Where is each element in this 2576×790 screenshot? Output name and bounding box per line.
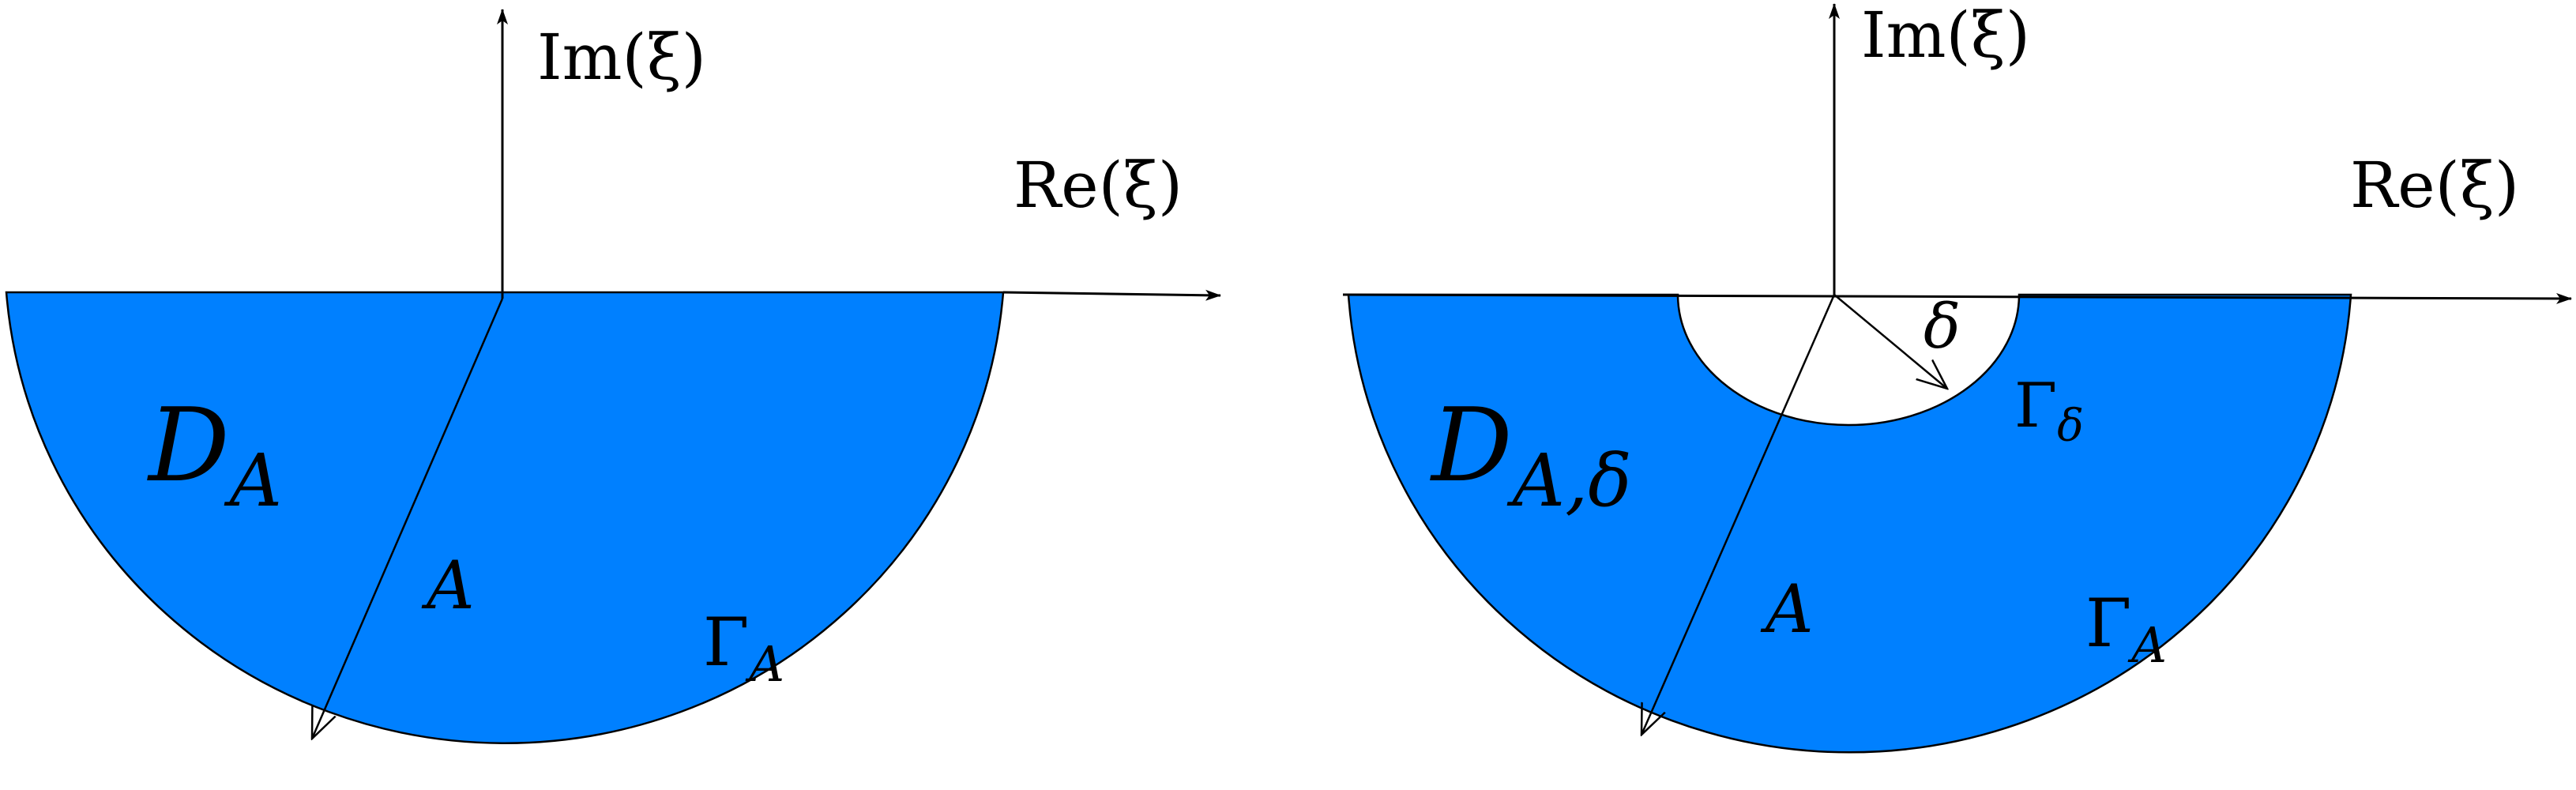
arc-label: ΓA bbox=[2085, 585, 2167, 674]
half-disk-region bbox=[5, 291, 1005, 744]
radius-label: A bbox=[1760, 570, 1814, 648]
re-axis-label: Re(ξ) bbox=[2350, 149, 2519, 222]
radius-label: A bbox=[421, 547, 475, 624]
real-axis bbox=[1342, 292, 2572, 304]
radius-arrow bbox=[1641, 294, 1836, 735]
region-label: DA,δ bbox=[1430, 387, 1632, 523]
real-axis bbox=[1002, 289, 1221, 301]
region-label: DA bbox=[147, 387, 282, 523]
im-axis-label: Im(ξ) bbox=[537, 21, 706, 94]
small-radius-label: δ bbox=[1924, 292, 1961, 363]
right-panel: Im(ξ) Re(ξ) DA,δ A δ Γδ ΓA bbox=[1342, 0, 2572, 754]
inner-arc-label: Γδ bbox=[2014, 371, 2084, 452]
radius-arrow bbox=[312, 298, 504, 739]
half-annulus-region bbox=[1347, 293, 2352, 754]
im-axis-label: Im(ξ) bbox=[1861, 0, 2030, 72]
arc-label: ΓA bbox=[703, 604, 784, 693]
small-radius-arrow bbox=[1833, 294, 1947, 389]
re-axis-label: Re(ξ) bbox=[1013, 149, 1183, 222]
left-panel: Im(ξ) Re(ξ) DA A ΓA bbox=[5, 9, 1221, 744]
